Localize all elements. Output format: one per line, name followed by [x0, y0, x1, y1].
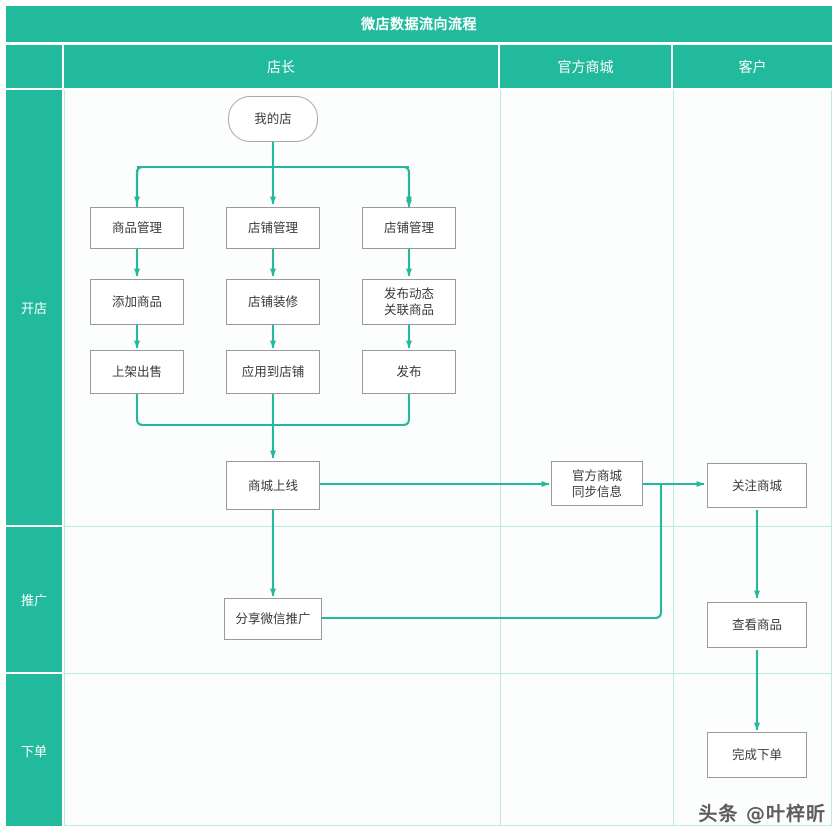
node-label: 店铺管理 [247, 220, 298, 236]
node-label: 我的店 [254, 111, 292, 127]
node-share-wechat[interactable]: 分享微信推广 [224, 598, 322, 640]
lane-separator-shopowner-mall [500, 90, 501, 826]
lane-separator-left [64, 90, 65, 826]
swimlane-canvas [64, 90, 832, 826]
node-label: 官方商城 同步信息 [571, 467, 622, 499]
node-view-goods[interactable]: 查看商品 [707, 602, 807, 648]
row-label-promotion: 推广 [6, 527, 62, 672]
node-label: 店铺装修 [247, 294, 298, 310]
node-label: 店铺管理 [383, 220, 434, 236]
node-mall-online[interactable]: 商城上线 [226, 461, 320, 510]
node-follow-mall[interactable]: 关注商城 [707, 463, 807, 508]
node-label: 添加商品 [111, 294, 162, 310]
node-on-sale[interactable]: 上架出售 [90, 350, 184, 394]
node-finish-order[interactable]: 完成下单 [707, 732, 807, 778]
node-publish[interactable]: 发布 [362, 350, 456, 394]
lane-separator-right [831, 90, 832, 826]
column-header-customer: 客户 [673, 45, 832, 88]
node-mall-sync[interactable]: 官方商城 同步信息 [551, 461, 643, 506]
column-header-official-mall: 官方商城 [500, 45, 671, 88]
node-label: 商品管理 [111, 220, 162, 236]
node-shop-manage-1[interactable]: 店铺管理 [226, 207, 320, 249]
node-apply-to-shop[interactable]: 应用到店铺 [226, 350, 320, 394]
node-label: 发布 [396, 364, 422, 380]
row-separator-promotion-order [64, 673, 832, 674]
node-label: 商城上线 [247, 477, 298, 493]
node-shop-decorate[interactable]: 店铺装修 [226, 279, 320, 325]
node-label: 分享微信推广 [235, 611, 311, 627]
lane-separator-mall-customer [673, 90, 674, 826]
node-label: 查看商品 [731, 617, 782, 633]
node-label: 发布动态 关联商品 [383, 286, 434, 317]
row-label-open-shop: 开店 [6, 90, 62, 525]
node-start-my-shop[interactable]: 我的店 [228, 96, 318, 142]
node-label: 应用到店铺 [241, 364, 305, 380]
node-publish-dynamic[interactable]: 发布动态 关联商品 [362, 279, 456, 325]
watermark: 头条 @叶梓昕 [698, 803, 826, 825]
node-goods-manage[interactable]: 商品管理 [90, 207, 184, 249]
row-separator-bottom [64, 825, 832, 826]
header-corner-cell [6, 45, 62, 88]
node-label: 关注商城 [731, 477, 782, 493]
row-separator-openshop-promotion [64, 526, 832, 527]
node-label: 完成下单 [731, 747, 782, 763]
page-title: 微店数据流向流程 [6, 6, 832, 42]
column-header-shopowner: 店长 [64, 45, 498, 88]
node-label: 上架出售 [111, 364, 162, 380]
row-label-place-order: 下单 [6, 674, 62, 826]
node-shop-manage-2[interactable]: 店铺管理 [362, 207, 456, 249]
node-add-goods[interactable]: 添加商品 [90, 279, 184, 325]
